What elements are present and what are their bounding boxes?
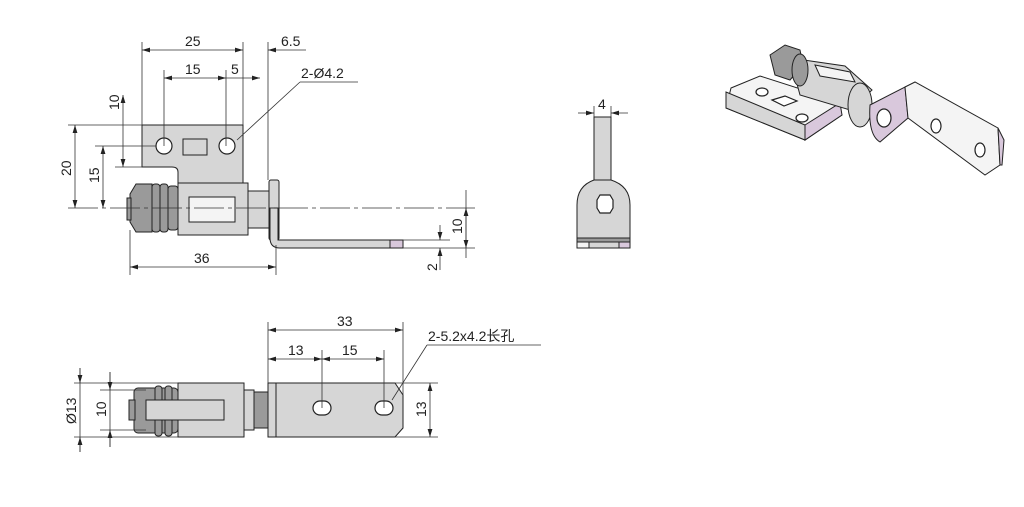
slot-callout: 2-5.2x4.2长孔 (428, 328, 514, 344)
head-slot (596, 194, 614, 214)
pin (247, 190, 270, 229)
dim-36: 36 (194, 250, 210, 266)
rect-slot (182, 138, 208, 156)
hex-nut (129, 183, 153, 233)
dim-20: 20 (58, 160, 74, 176)
head-base (576, 237, 631, 243)
dim-6-5: 6.5 (281, 33, 301, 49)
side-view: 4 (576, 96, 631, 249)
dim-5: 5 (231, 61, 239, 77)
dim-4: 4 (598, 96, 606, 112)
dim-15-vertical: 15 (86, 167, 102, 183)
barrel-window (188, 196, 236, 223)
dim-25: 25 (185, 33, 201, 49)
isometric-view (725, 44, 1005, 176)
dim-15-bottom: 15 (342, 342, 358, 358)
top-view: 25 6.5 15 5 2-Ø4.2 20 15 10 36 10 2 (58, 33, 475, 275)
pin-end (126, 197, 132, 221)
dim-13-horizontal: 13 (288, 342, 304, 358)
dim-10-right: 10 (449, 218, 465, 234)
dim-10-left: 10 (106, 94, 122, 110)
dim-2: 2 (424, 263, 440, 271)
bracket-end (389, 239, 404, 249)
bottom-view: 33 13 15 2-5.2x4.2长孔 13 Ø13 10 (63, 313, 541, 452)
bracket-stem (593, 116, 612, 183)
mounting-hole-right (218, 137, 236, 155)
hole-callout: 2-Ø4.2 (301, 65, 344, 81)
dim-13-vertical: 13 (413, 401, 429, 417)
pin-bottom (145, 399, 225, 421)
dim-15-horizontal: 15 (185, 61, 201, 77)
dim-33: 33 (337, 313, 353, 329)
l-bracket (269, 207, 404, 249)
dim-10-bottom: 10 (93, 401, 109, 417)
dim-diameter-13: Ø13 (63, 397, 79, 424)
